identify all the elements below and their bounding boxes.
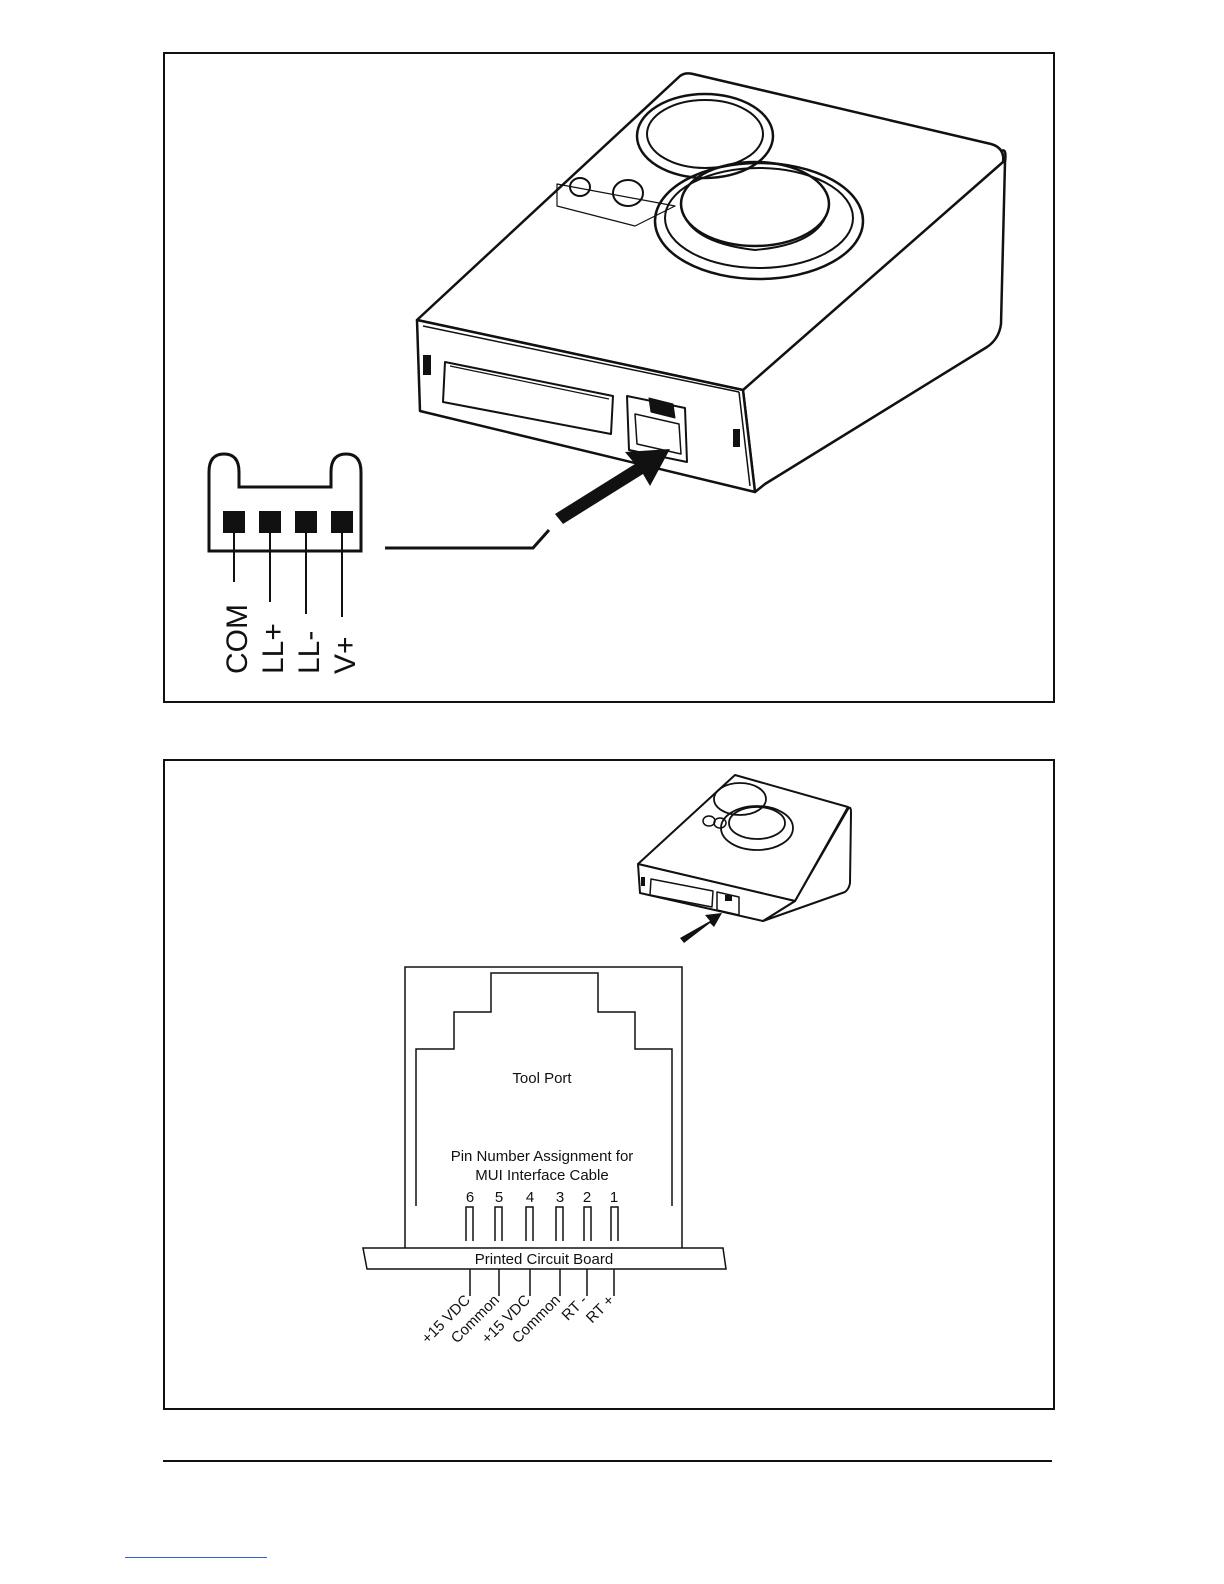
figure-1-drawing: COM LL+ LL- V+ [165, 54, 1053, 701]
pin-label-vplus: V+ [329, 636, 362, 674]
pin-signal-labels: +15 VDC Common +15 VDC Common RT - RT + [418, 1292, 618, 1348]
pin-number: 1 [610, 1189, 618, 1206]
figure-2-panel: Tool Port Pin Number Assignment for MUI … [163, 759, 1055, 1410]
footer-rule [163, 1460, 1052, 1462]
pin-number: 2 [583, 1189, 591, 1206]
insertion-arrow [555, 449, 670, 524]
pin-vplus-square [331, 511, 353, 533]
footer-link-underline [125, 1557, 267, 1558]
figure-1-panel: COM LL+ LL- V+ [163, 52, 1055, 703]
connector-leader-line [385, 530, 549, 548]
pin-number: 6 [466, 1189, 474, 1206]
device-illustration-large [417, 73, 1005, 492]
figure-2-drawing: Tool Port Pin Number Assignment for MUI … [165, 761, 1053, 1408]
pin-number: 3 [556, 1189, 564, 1206]
tool-port-diagram [405, 967, 682, 1249]
pin-signal-label: RT + [583, 1292, 618, 1327]
insertion-arrow-small [680, 913, 722, 943]
pin-assignment-title-line1: Pin Number Assignment for [451, 1148, 634, 1165]
tool-port-outer-frame [405, 967, 682, 1249]
pin-llminus-square [295, 511, 317, 533]
pin-com-square [223, 511, 245, 533]
pin-label-llminus: LL- [293, 631, 326, 674]
pin-label-llplus: LL+ [257, 623, 290, 674]
pin-label-com: COM [221, 604, 254, 674]
pin-assignment-title-line2: MUI Interface Cable [475, 1167, 608, 1184]
tool-port-label: Tool Port [512, 1070, 572, 1087]
four-pin-connector: COM LL+ LL- V+ [209, 454, 362, 674]
pin-leads [470, 1269, 614, 1296]
pin-number: 4 [526, 1189, 534, 1206]
pin-signal-label: RT - [559, 1292, 591, 1324]
pin-llplus-square [259, 511, 281, 533]
device-illustration-small [638, 775, 851, 921]
pcb-label: Printed Circuit Board [475, 1251, 613, 1268]
pin-number: 5 [495, 1189, 503, 1206]
